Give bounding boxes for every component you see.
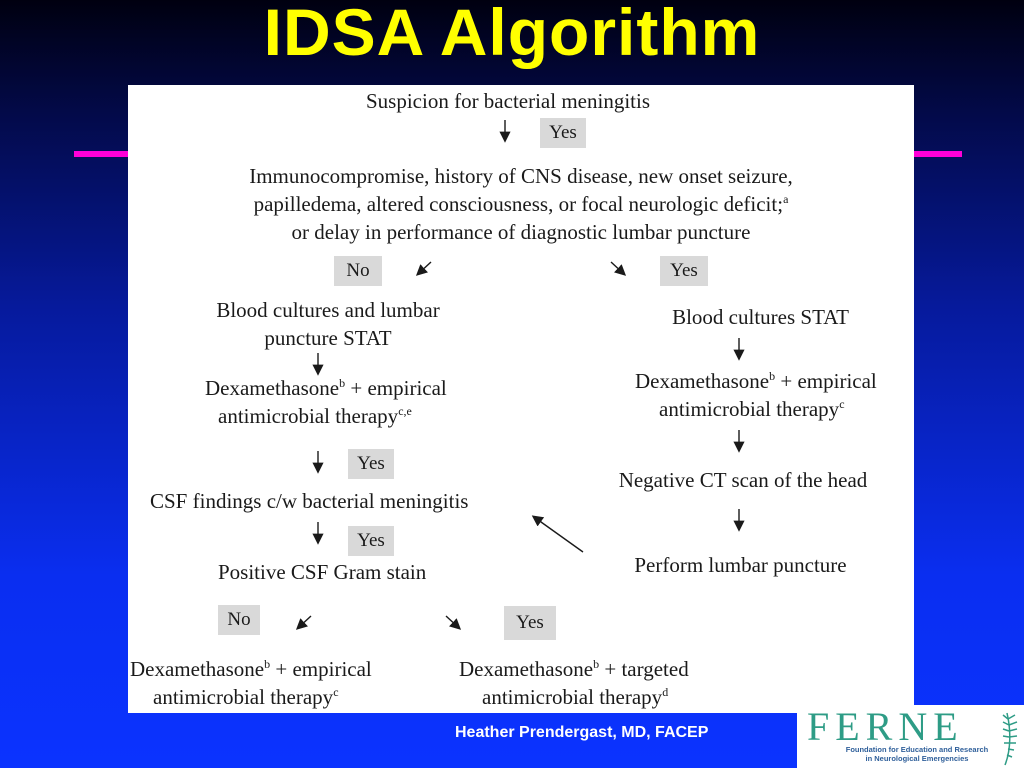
fern-icon	[1002, 712, 1018, 766]
arrow-criteria-yes	[610, 261, 627, 276]
arrow-gram-no	[295, 615, 312, 630]
arrow-criteria-no	[415, 261, 432, 276]
presenter-credit: Heather Prendergast, MD, FACEP	[455, 724, 709, 741]
logo-wordmark: FERNE	[807, 704, 964, 749]
node-right-dex-line1: Dexamethasoneb + empirical	[635, 369, 877, 393]
title-rule-left	[74, 151, 130, 157]
node-right-dex-line2: antimicrobial therapyc	[659, 397, 845, 421]
node-left-dex-line1: Dexamethasoneb + empirical	[205, 376, 447, 400]
node-criteria-line1: Immunocompromise, history of CNS disease…	[249, 164, 793, 188]
node-outcome-empirical-line1: Dexamethasoneb + empirical	[130, 657, 372, 681]
arrow-lp-to-csf	[531, 515, 584, 553]
slide-title: IDSA Algorithm	[263, 0, 761, 69]
flow-arrows	[295, 120, 745, 630]
node-perform-lp: Perform lumbar puncture	[634, 553, 847, 577]
arrow-gram-yes	[445, 615, 462, 630]
label-yes-left-a: Yes	[348, 449, 394, 479]
node-outcome-targeted-line2: antimicrobial therapyd	[482, 685, 669, 709]
ferne-logo: FERNE Foundation for Education and Resea…	[797, 704, 1024, 768]
node-negative-ct: Negative CT scan of the head	[618, 468, 868, 492]
node-criteria-line2: papilledema, altered consciousness, or f…	[253, 192, 789, 216]
title-rule-right	[912, 151, 962, 157]
algorithm-flowchart: Suspicion for bacterial meningitis Yes I…	[128, 85, 914, 713]
label-yes-gram: Yes	[504, 606, 556, 640]
node-gram-stain: Positive CSF Gram stain	[218, 560, 427, 584]
node-left-bc-lp-line2: puncture STAT	[264, 326, 392, 350]
node-outcome-empirical-line2: antimicrobial therapyc	[153, 685, 339, 709]
label-yes-criteria: Yes	[660, 256, 708, 286]
label-no-gram: No	[218, 605, 260, 635]
logo-tagline: Foundation for Education and Research in…	[845, 745, 989, 763]
node-left-bc-lp-line1: Blood cultures and lumbar	[216, 298, 440, 322]
node-outcome-targeted-line1: Dexamethasoneb + targeted	[459, 657, 689, 681]
node-suspicion: Suspicion for bacterial meningitis	[365, 89, 651, 113]
label-yes-1: Yes	[540, 118, 586, 148]
node-csf-findings: CSF findings c/w bacterial meningitis	[150, 489, 469, 513]
node-right-bc: Blood cultures STAT	[672, 305, 849, 329]
label-no-criteria: No	[334, 256, 382, 286]
label-yes-left-b: Yes	[348, 526, 394, 556]
node-left-dex-line2: antimicrobial therapyc,e	[218, 404, 412, 428]
node-criteria-line3: or delay in performance of diagnostic lu…	[291, 220, 751, 244]
